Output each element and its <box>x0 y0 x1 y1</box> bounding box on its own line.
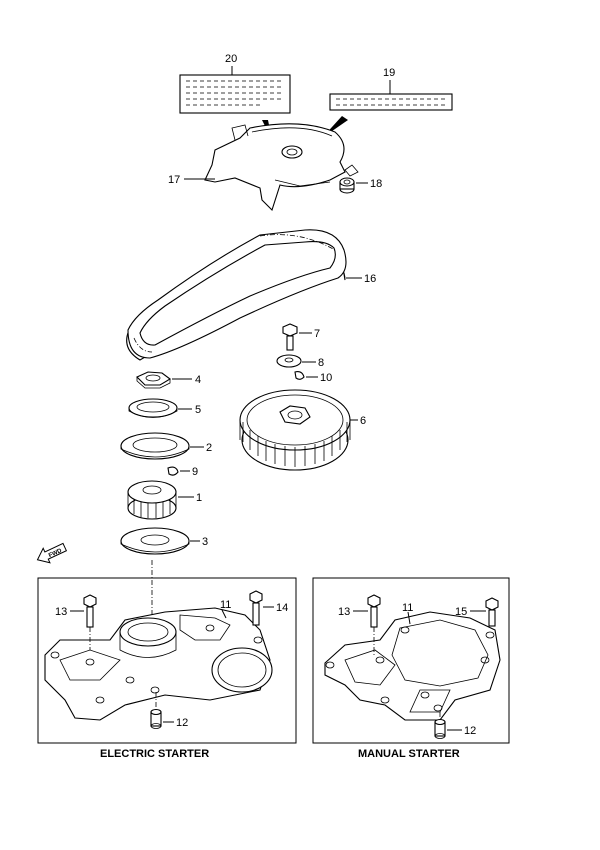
bolt-13-manual[interactable] <box>367 594 381 628</box>
callout-2: 2 <box>206 442 212 454</box>
guide-plate-2[interactable] <box>120 432 190 460</box>
guide-plate-3[interactable] <box>120 527 190 555</box>
nut-4[interactable] <box>136 371 171 389</box>
bolt-14[interactable] <box>249 590 263 626</box>
decal-label-20[interactable] <box>179 74 291 114</box>
callout-11-electric: 11 <box>220 599 231 611</box>
bolt-7[interactable] <box>282 323 298 351</box>
drive-sprocket-1[interactable] <box>127 480 177 520</box>
callout-11-manual: 11 <box>402 602 413 614</box>
grommet-18[interactable] <box>339 177 355 194</box>
callout-14: 14 <box>276 602 288 614</box>
bushing-12-electric[interactable] <box>150 708 162 729</box>
manual-housing-11[interactable] <box>324 611 501 721</box>
callout-13-manual: 13 <box>338 606 350 618</box>
callout-12-manual: 12 <box>464 725 476 737</box>
washer-8[interactable] <box>276 354 302 368</box>
callout-10: 10 <box>320 372 332 384</box>
bushing-12-manual[interactable] <box>434 718 446 739</box>
callout-9: 9 <box>192 466 198 478</box>
callout-12-electric: 12 <box>176 717 188 729</box>
driven-sprocket-6[interactable] <box>239 389 351 471</box>
callout-8: 8 <box>318 357 324 369</box>
bolt-13-electric[interactable] <box>83 594 97 628</box>
electric-housing-11[interactable] <box>44 607 273 721</box>
callout-7: 7 <box>314 328 320 340</box>
key-10[interactable] <box>294 371 305 380</box>
callout-16: 16 <box>364 273 376 285</box>
callout-4: 4 <box>195 374 201 386</box>
decal-label-19[interactable] <box>329 93 453 111</box>
caption-electric-starter: ELECTRIC STARTER <box>100 748 209 760</box>
callout-5: 5 <box>195 404 201 416</box>
svg-text:FWD: FWD <box>48 548 64 559</box>
electric-starter-box <box>37 577 297 744</box>
callout-20: 20 <box>225 53 237 65</box>
callout-13-electric: 13 <box>55 606 67 618</box>
fwd-arrow-icon: FWD <box>36 542 68 564</box>
bolt-15[interactable] <box>485 597 499 627</box>
caption-manual-starter: MANUAL STARTER <box>358 748 460 760</box>
timing-belt-16[interactable] <box>126 229 347 361</box>
callout-3: 3 <box>202 536 208 548</box>
callout-18: 18 <box>370 178 382 190</box>
key-9[interactable] <box>167 466 179 476</box>
callout-19: 19 <box>383 67 395 79</box>
manual-starter-box <box>312 577 510 744</box>
belt-cover-17[interactable] <box>204 123 359 212</box>
callout-6: 6 <box>360 415 366 427</box>
lock-washer-5[interactable] <box>128 398 178 418</box>
callout-1: 1 <box>196 492 202 504</box>
callout-17: 17 <box>168 174 180 186</box>
callout-15: 15 <box>455 606 467 618</box>
